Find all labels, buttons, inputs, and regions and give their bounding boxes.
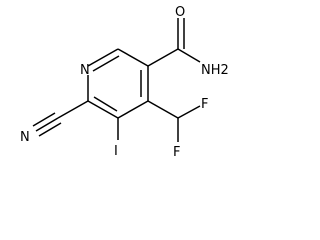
- bond-nitrile-triple-3: [38, 122, 62, 137]
- ring-nitrogen-label: N: [80, 63, 90, 78]
- carboxamide-group: [147, 18, 201, 67]
- bond-c4-chf2: [147, 100, 179, 119]
- fluorine-top-label: F: [201, 97, 208, 112]
- bond-nitrile-triple-1: [35, 117, 59, 132]
- pyridine-ring: [87, 48, 149, 119]
- bond-c2-nitrile-carbon: [57, 100, 89, 119]
- bond-c4-c3: [117, 100, 149, 119]
- bond-c3-c2-inner: [93, 96, 118, 112]
- bond-chf2-f-top: [177, 105, 201, 119]
- amide-nh2-label: NH2: [201, 63, 229, 78]
- difluoromethyl-group: [147, 100, 201, 142]
- bond-carbonyl-nh2: [177, 48, 201, 63]
- chemical-structure-diagram: N O NH2 N I F F: [20, 5, 229, 160]
- bond-c3-c2: [87, 100, 119, 119]
- bond-n1-c6: [87, 48, 119, 67]
- fluorine-bottom-label: F: [173, 145, 180, 160]
- amide-oxygen-label: O: [175, 5, 185, 20]
- bond-c6-c5: [117, 48, 149, 67]
- bond-nitrile-triple-2: [32, 112, 56, 127]
- bond-c5-carbonyl: [147, 48, 179, 67]
- bond-n1-c6-inner: [92, 55, 120, 72]
- nitrile-nitrogen-label: N: [20, 130, 30, 145]
- iodine-label: I: [114, 144, 118, 159]
- nitrile-group: [32, 100, 89, 137]
